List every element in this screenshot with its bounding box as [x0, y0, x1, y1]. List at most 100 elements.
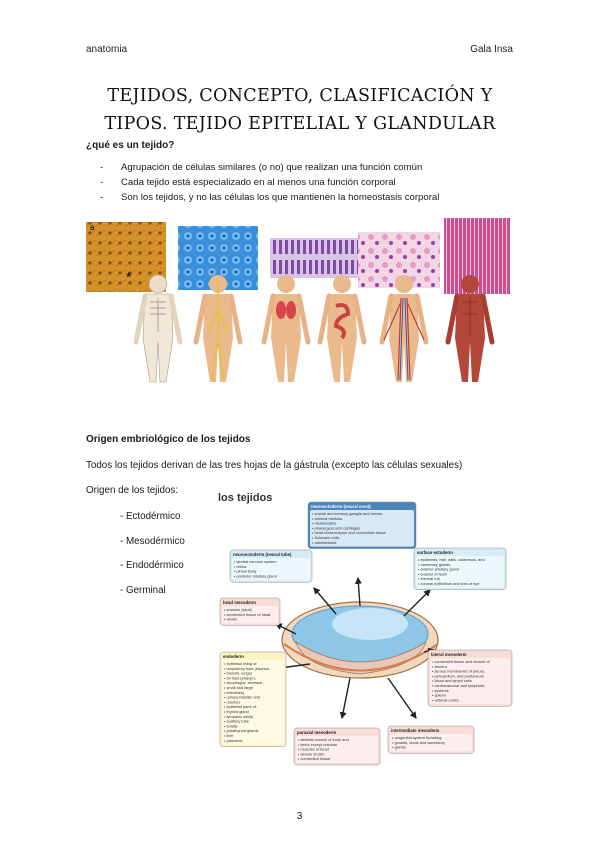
box-line: • connective tissue and muscle of: [432, 659, 491, 664]
box-line: • pericardium, and peritoneum: [432, 673, 484, 678]
box-line: • posterior pituitary gland: [234, 573, 277, 578]
box-line: • corneal epithelium and lens of eye: [418, 581, 480, 586]
box-head-mesoderm: head mesoderm • cranium (skull)• connecti…: [219, 597, 281, 626]
box-line: • connective tissue of head: [224, 612, 270, 617]
origin-paragraph: Todos los tejidos derivan de las tres ho…: [86, 460, 463, 471]
box-line: • odontoblasts: [312, 540, 337, 545]
box-neural-tube: neuroectoderm (neural tube)• central ner…: [229, 549, 313, 583]
box-line: • pineal body: [234, 569, 256, 574]
box-line: • respiratory tract (trachea,: [224, 666, 270, 671]
box-line: • urogenital system including: [392, 735, 441, 740]
box-title: neuroectoderm (neural tube): [233, 552, 292, 557]
box-intermediate-mesoderm: intermediate mesoderm • urogenital system…: [387, 725, 475, 754]
box-line: • enamel of teeth: [418, 571, 447, 576]
box-line: • spleen: [432, 693, 446, 698]
page-number: 3: [296, 811, 303, 822]
page-title: TEJIDOS, CONCEPTO, CLASIFICACIÓN Y TIPOS…: [60, 82, 540, 138]
box-line: • systems: [432, 688, 449, 693]
box-line: • epidermis, hair, nails, cutaneous, and: [418, 557, 485, 562]
box-line: • pancreas: [224, 738, 243, 743]
derivative-boxes: neuroectoderm (neural crest) • cranial an…: [219, 501, 513, 766]
body-figure-digestive: [317, 275, 367, 382]
derivation-arrows: [274, 576, 436, 720]
box-line: • skeletal muscle of trunk and: [298, 737, 349, 742]
box-line: • parathyroid glands: [224, 728, 259, 733]
box-line: • Schwann cells: [312, 535, 339, 540]
box-line: • melanocytes: [312, 521, 336, 526]
box-line: • esophagus, stomach,: [224, 680, 263, 685]
box-lateral-mesoderm: lateral mesoderm • connective tissue and …: [427, 649, 513, 707]
diagram-title-fragment: los tejidos: [218, 492, 272, 504]
germ-layer-list: - Ectodérmico - Mesodérmico - Endodérmic…: [120, 505, 185, 603]
box-line: • intestines): [224, 690, 245, 695]
box-line: • viscera: [432, 664, 448, 669]
title-line-1: TEJIDOS, CONCEPTO, CLASIFICACIÓN Y: [107, 85, 493, 106]
box-line: • connective tissue: [298, 756, 330, 761]
list-item: - Endodérmico: [120, 560, 184, 571]
box-line: • urinary bladder and: [224, 695, 260, 700]
germ-layer-derivatives-diagram: los tejidos neuroectoderm (neural crest)…: [218, 492, 513, 766]
box-line: • limbs except cranium: [298, 742, 337, 747]
box-line: • tonsils: [224, 723, 238, 728]
box-title: endoderm: [223, 654, 244, 659]
section-heading-origen: Origen embriológico de los tejidos: [86, 434, 251, 445]
box-line: • tympanic cavity: [224, 714, 253, 719]
box-line: • urachus: [224, 699, 240, 704]
list-item: - Germinal: [120, 584, 166, 596]
title-line-2: TIPOS. TEJIDO EPITELIAL Y GLANDULAR: [104, 113, 496, 134]
box-line: • glands: [392, 745, 406, 750]
box-line: • auditory tube: [224, 719, 249, 724]
box-line: • liver: [224, 733, 234, 738]
box-line: • blood and lymph cells: [432, 678, 472, 683]
box-line: • dermis of skin: [298, 751, 324, 756]
box-line: • adrenal medulla: [312, 516, 343, 521]
box-line: • pharyngeal arch cartilages: [312, 525, 360, 530]
header-left: anatomia: [86, 44, 128, 55]
definition-list: Agrupación de células similares (o no) q…: [100, 160, 439, 205]
header-right: Gala Insa: [470, 44, 513, 55]
origin-label: Origen de los tejidos:: [86, 485, 179, 496]
box-line: • dentin: [224, 617, 237, 622]
box-surface-ectoderm: surface ectoderm • epidermis, hair, nails…: [413, 547, 507, 591]
box-title: intermediate mesoderm: [391, 728, 440, 733]
body-figure-muscular: [445, 275, 495, 382]
box-line: • internal ear: [418, 576, 441, 581]
box-endoderm: endoderm • epithelial lining of:• respira…: [219, 651, 287, 747]
box-title: neuroectoderm (neural crest): [311, 504, 371, 509]
body-figure-nervous: [193, 275, 243, 382]
box-title: surface ectoderm: [417, 550, 453, 555]
body-figure-circulatory: [379, 275, 429, 382]
list-item: - Ectodérmico: [120, 511, 181, 522]
box-paraxial-mesoderm: paraxial mesoderm • skeletal muscle of tr…: [293, 727, 381, 766]
box-line: • gonads, ducts and accessory: [392, 740, 445, 745]
box-line: • cardiovascular and lymphatic: [432, 683, 485, 688]
box-neural-crest: neuroectoderm (neural crest) • cranial an…: [307, 501, 417, 549]
panel-letter: a: [90, 223, 95, 232]
list-item: Son los tejidos, y no las células los qu…: [100, 190, 439, 205]
section-heading-tejido: ¿qué es un tejido?: [86, 140, 175, 151]
list-item: - Mesodérmico: [120, 535, 185, 547]
box-title: head mesoderm: [223, 600, 256, 605]
box-line: • cranium (skull): [224, 607, 252, 612]
box-line: • retina: [234, 564, 247, 569]
list-item: Agrupación de células similares (o no) q…: [100, 160, 439, 175]
box-line: • serous membranes of pleura,: [432, 669, 485, 674]
box-line: • epithelial parts of:: [224, 704, 257, 709]
box-title: lateral mesoderm: [431, 652, 467, 657]
box-line: • muscles of head: [298, 747, 329, 752]
box-line: • adrenal cortex: [432, 697, 459, 702]
body-figure-respiratory: [261, 275, 311, 382]
list-item: Cada tejido está especializado en al men…: [100, 175, 439, 190]
box-line: • bronchi, lungs): [224, 671, 253, 676]
box-line: • epithelial lining of:: [224, 661, 257, 666]
box-line: • thyroid gland: [224, 709, 249, 714]
marker-asterisk: *: [126, 269, 132, 286]
box-line: • GI tract (pharynx,: [224, 675, 257, 680]
box-line: • small and large: [224, 685, 253, 690]
box-line: • anterior pituitary gland: [418, 567, 459, 572]
box-line: • cranial and sensory ganglia and nerves: [312, 511, 382, 516]
body-figure-skeletal: [133, 274, 183, 383]
box-title: paraxial mesoderm: [297, 730, 336, 735]
box-line: • mammary glands: [418, 562, 450, 567]
box-line: • head mesenchyme and connective tissue: [312, 530, 386, 535]
